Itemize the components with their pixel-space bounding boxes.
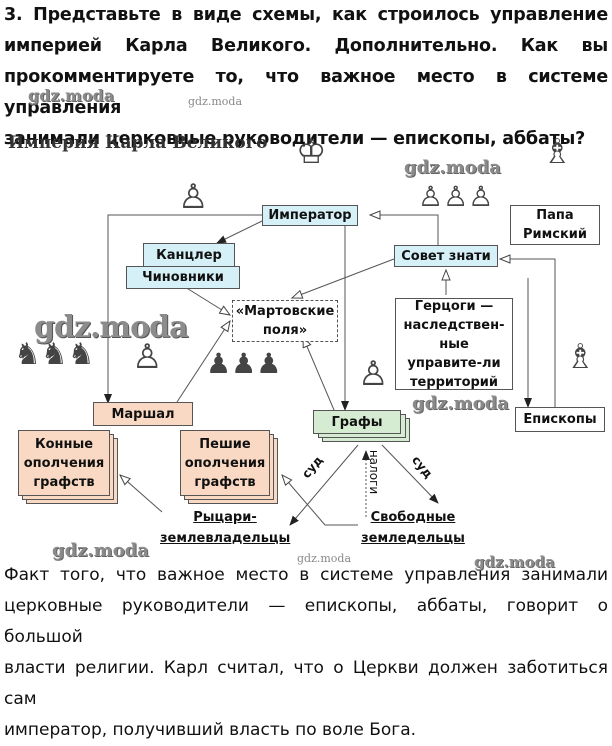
knights-label: Рыцари-землевладельцы [160,510,291,546]
infantry-box: Пешие ополчения графств [180,430,270,496]
officials-box: Чиновники [126,266,240,289]
chancellor-box: Канцлер [143,243,235,267]
answer-text: Факт того, что важное место в системе уп… [4,560,608,746]
connector-emperor-marshal [104,214,262,404]
answer-line: император, получивший власть по воле Бог… [4,720,417,740]
connector-bishops-council [500,259,556,430]
emperor-box: Император [262,205,358,226]
taxes-label: налоги [367,449,382,495]
connector-council-march [292,258,395,298]
watermark: gdz.moda [404,157,501,178]
question-line: прокомментируете то, что важное место в … [4,67,608,118]
farmers-label: Свободные земледельцы [361,510,465,546]
watermark: gdz.moda [188,95,243,108]
emperor-figure-icon: ♔ [296,132,327,172]
answer-line: церковные руководители — епископы, аббат… [4,596,608,647]
cavalry-box: Конные ополчения графств [18,430,110,496]
answer-line: Факт того, что важное место в системе уп… [4,565,608,585]
scheme-title: Империя Карла Великого [8,133,268,153]
empire-scheme-diagram: Империя Карла Великого [0,125,612,550]
connector-emperor-chancellor [216,220,263,244]
connector-knights-cavalry [120,475,163,513]
council-box: Совет знати [394,245,498,267]
marshal-box: Маршал [93,402,193,426]
question-line: занимали церковные руководители — еписко… [4,129,586,149]
watermark: gdz.moda [412,393,509,414]
connector-marshal-march [176,321,230,403]
counts-box: Графы [313,410,401,434]
watermark: gdz.moda [297,552,352,565]
bishop-figure-icon: ♗ [565,337,596,377]
dukes-box: Герцоги — наследствен-ные управите-ли те… [395,298,513,390]
pope-figure-icon: ♗ [542,132,573,172]
question-line: 3. Представьте в виде схемы, как строило… [4,5,608,25]
cavalry-figure-icon: ♞♞♞ [14,337,95,372]
chancellor-figure-icon: ♙ [178,177,209,217]
infantry-figure-icon: ♟♟♟ [206,347,282,380]
answer-line: власти религии. Карл считал, что о Церкв… [4,658,608,709]
connector-counts-march [303,337,335,411]
connector-officials-march [184,286,230,315]
watermark: gdz.moda [52,540,149,561]
connector-council-emperor [370,215,439,245]
question-line: империей Карла Великого. Дополнительно. … [4,36,608,56]
question-text: 3. Представьте в виде схемы, как строило… [4,0,608,155]
scheme-connectors [104,125,556,526]
watermark: gdz.moda [28,86,115,105]
watermark: gdz.moda [474,553,555,571]
connector-counts-knights [289,444,359,526]
connector-farmers-infantry [282,475,358,526]
watermark: gdz.moda [34,310,189,345]
connector-counts-farmers [381,444,439,504]
count-figure-icon: ♙ [358,354,389,394]
march-fields-box: «Мартовские поля» [232,300,338,342]
marshal-figure-icon: ♙ [132,337,163,377]
bishops-box: Епископы [515,407,605,432]
nobles-figure-icon: ♙♙♙ [418,180,494,213]
pope-box: Папа Римский [510,205,600,245]
